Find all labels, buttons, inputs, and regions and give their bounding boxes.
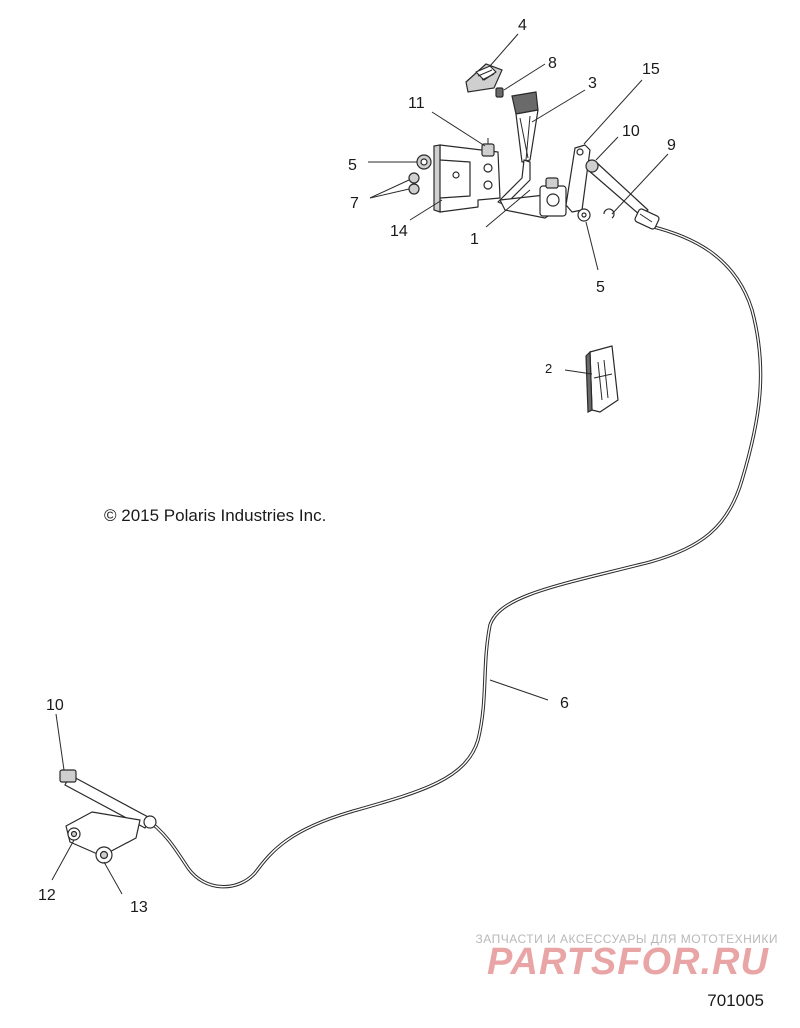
callout-7: 7 xyxy=(350,195,359,212)
callout-13: 13 xyxy=(130,899,148,916)
pedal-pad-part-2 xyxy=(585,345,619,413)
bracket-part-12 xyxy=(65,811,141,857)
callout-2: 2 xyxy=(545,361,552,376)
nut-part-5-left xyxy=(416,154,432,170)
bracket-part-14 xyxy=(433,144,501,213)
callout-11: 11 xyxy=(408,95,425,112)
callout-12: 12 xyxy=(38,887,56,904)
pivot-housing-part-1 xyxy=(539,177,567,217)
callout-15: 15 xyxy=(642,61,660,78)
leader-lines xyxy=(51,33,669,895)
clip-part-9 xyxy=(603,208,615,219)
shift-boot-part-3 xyxy=(511,91,539,163)
callout-3: 3 xyxy=(588,75,597,92)
copyright-notice: © 2015 Polaris Industries Inc. xyxy=(104,506,327,525)
callout-9: 9 xyxy=(667,137,676,154)
callout-14: 14 xyxy=(390,223,408,240)
watermark-tagline: ЗАПЧАСТИ И АКСЕССУАРЫ ДЛЯ МОТОТЕХНИКИ xyxy=(475,932,778,946)
callout-5-right: 5 xyxy=(596,279,605,296)
bushing-part-13 xyxy=(95,846,113,864)
callout-1: 1 xyxy=(470,231,479,248)
callout-8: 8 xyxy=(548,55,557,72)
callout-6: 6 xyxy=(560,695,569,712)
cable-end-upper xyxy=(585,159,660,230)
shift-cable xyxy=(143,224,763,889)
lever-arm-part-15 xyxy=(565,144,591,213)
nut-part-11 xyxy=(481,138,495,157)
callout-5-left: 5 xyxy=(348,157,357,174)
watermark-brand: PARTSFOR.RU xyxy=(487,941,769,983)
callout-labels: 4 8 3 15 11 10 9 5 7 14 1 5 2 6 10 12 13 xyxy=(38,17,676,916)
cable-end-lower xyxy=(59,769,157,829)
callout-10-top: 10 xyxy=(622,123,640,140)
nuts-part-7 xyxy=(408,172,420,195)
callout-4: 4 xyxy=(518,17,527,34)
lower-bracket-assembly xyxy=(59,769,157,864)
callout-10-bottom: 10 xyxy=(46,697,64,714)
shifter-assembly xyxy=(408,63,660,230)
knob-cap-part-4 xyxy=(465,63,503,93)
washer-part-5-right xyxy=(577,208,591,222)
screw-part-8 xyxy=(495,87,504,98)
drawing-number: 701005 xyxy=(707,991,764,1010)
